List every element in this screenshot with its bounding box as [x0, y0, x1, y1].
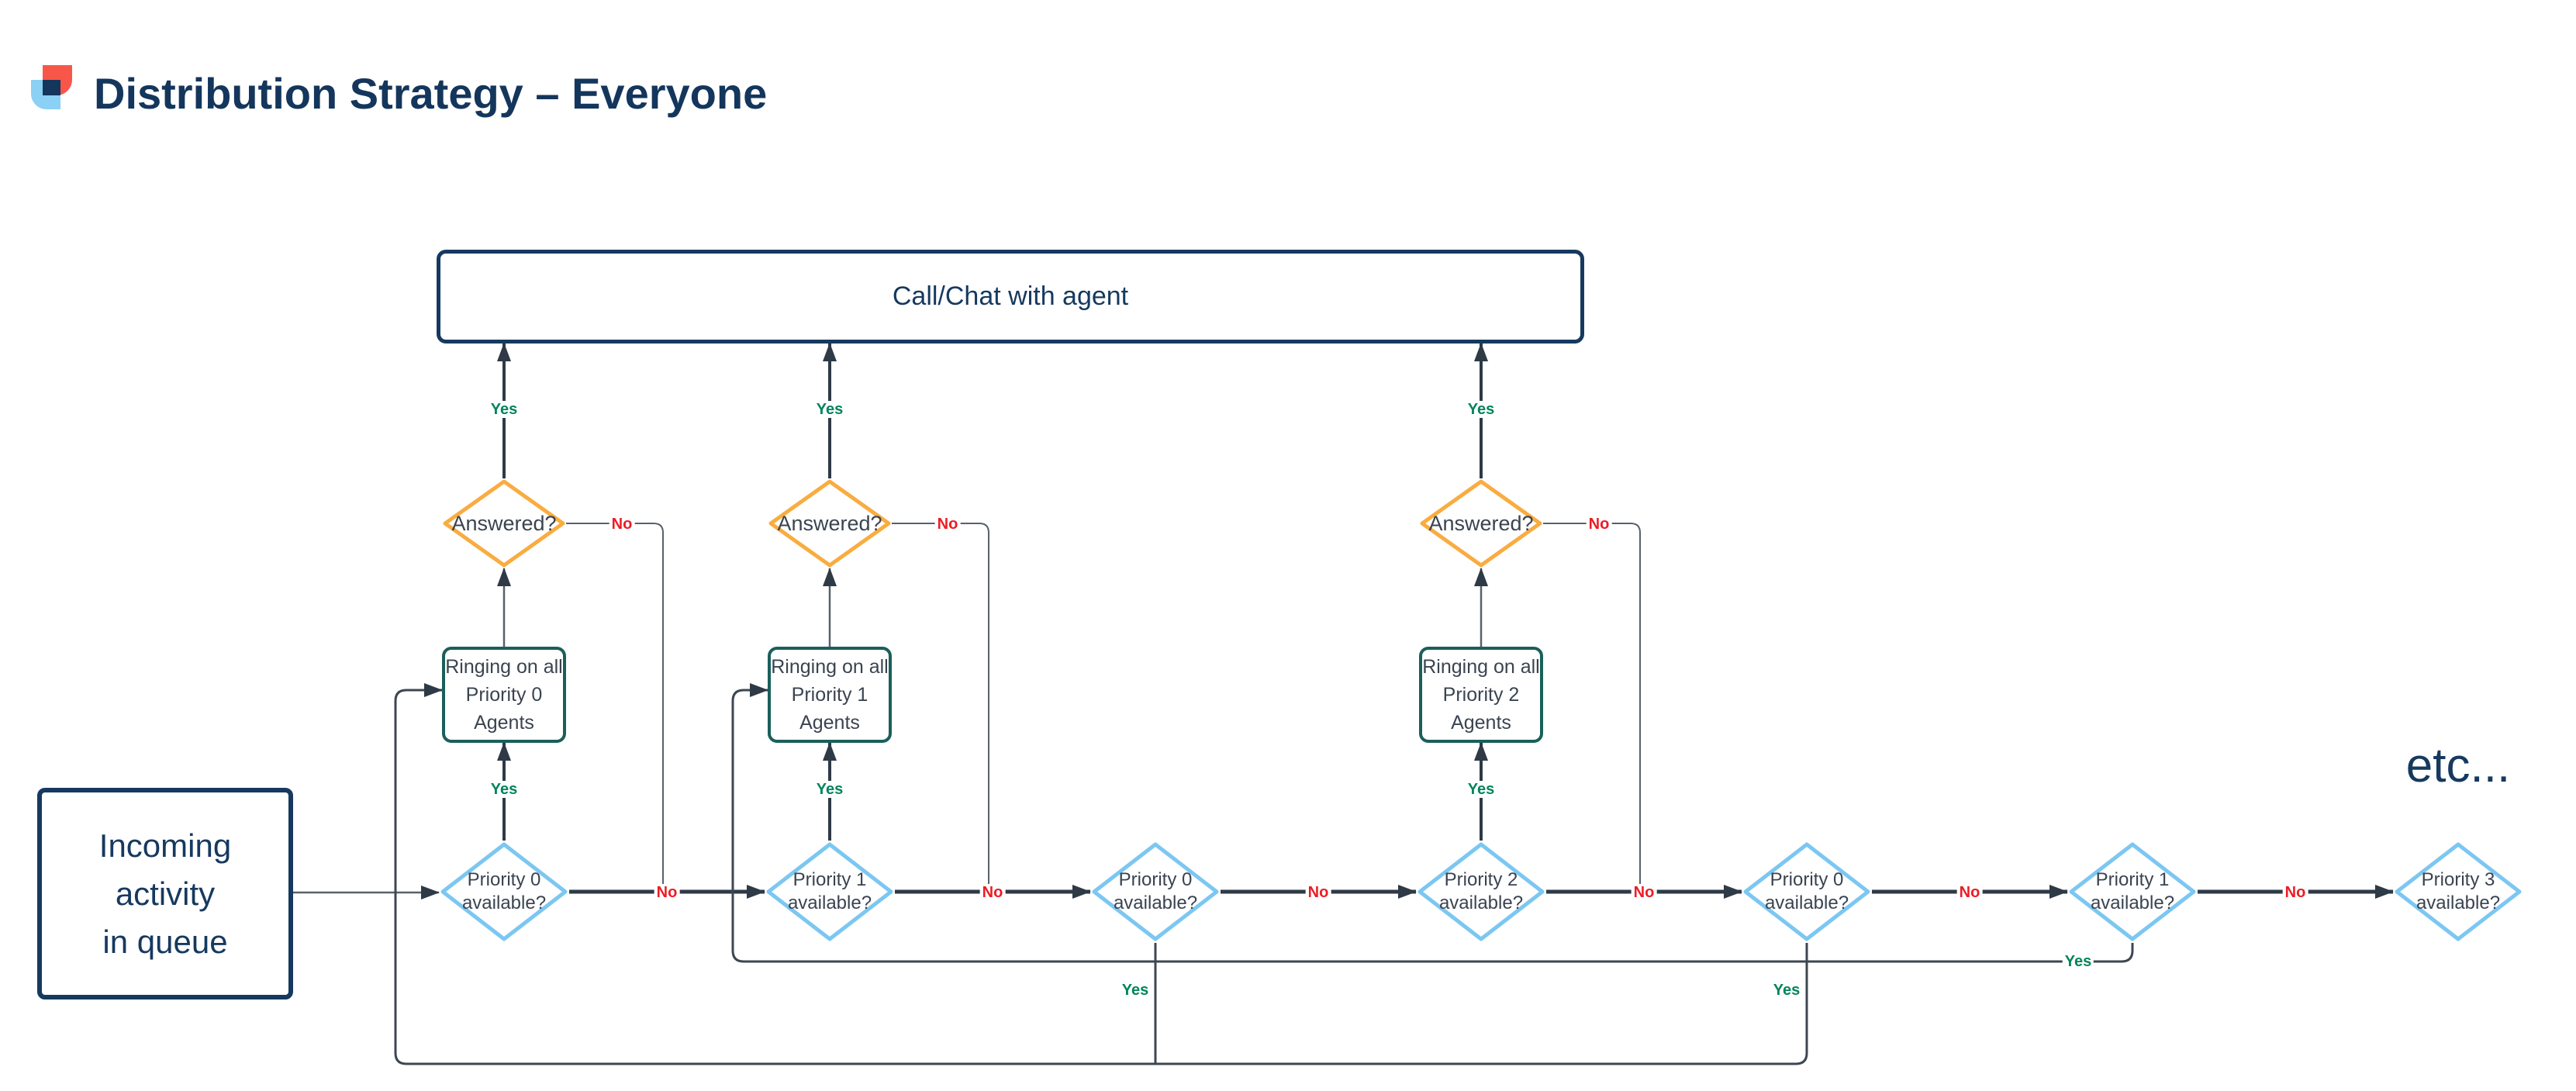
ringing-line: Priority 1 — [791, 684, 868, 706]
label-yes: Yes — [488, 401, 520, 418]
answered-diamond-2: Answered? — [768, 478, 892, 568]
answered-label: Answered? — [777, 511, 882, 535]
priority-diamond-6: Priority 1 available? — [2067, 841, 2198, 943]
priority-diamond-5: Priority 0 available? — [1742, 841, 1872, 943]
priority-label: available? — [1438, 892, 1524, 913]
ringing-line: Priority 2 — [1442, 684, 1520, 706]
ringing-line: Priority 0 — [465, 684, 543, 706]
answered-label: Answered? — [451, 511, 557, 535]
priority-label: Priority 0 — [467, 869, 541, 890]
ringing-line: Agents — [799, 712, 860, 734]
priority-label: Priority 3 — [2421, 869, 2495, 890]
incoming-line: in queue — [102, 923, 228, 960]
label-yes: Yes — [1465, 401, 1497, 418]
answered-diamond-3: Answered? — [1419, 478, 1543, 568]
priority-diamond-1: Priority 0 available? — [439, 841, 569, 943]
priority-diamond-4: Priority 2 available? — [1416, 841, 1546, 943]
label-no: No — [1631, 884, 1657, 901]
label-no: No — [654, 884, 680, 901]
edge-answered2-no-down — [1543, 523, 1641, 890]
priority-label: available? — [1113, 892, 1198, 913]
ringing-line: Ringing on all — [445, 656, 563, 678]
label-no: No — [609, 516, 635, 533]
priority-label: Priority 0 — [1118, 869, 1193, 890]
ringing-priority2-node: Ringing on all Priority 2 Agents — [1419, 647, 1543, 743]
call-chat-node: Call/Chat with agent — [437, 250, 1584, 344]
priority-label: available? — [787, 892, 872, 913]
call-chat-label: Call/Chat with agent — [892, 281, 1129, 311]
edge-loop-priority1-return — [731, 683, 2134, 963]
priority-label: Priority 1 — [2095, 869, 2170, 890]
label-no: No — [2282, 884, 2308, 901]
label-yes: Yes — [813, 781, 846, 798]
priority-label: Priority 0 — [1770, 869, 1844, 890]
priority-label: available? — [1764, 892, 1849, 913]
ringing-line: Ringing on all — [1422, 656, 1540, 678]
label-yes: Yes — [813, 401, 846, 418]
ringing-line: Agents — [474, 712, 534, 734]
answered-diamond-1: Answered? — [442, 478, 566, 568]
ringing-priority1-node: Ringing on all Priority 1 Agents — [768, 647, 892, 743]
incoming-line: Incoming — [98, 827, 232, 864]
priority-diamond-3: Priority 0 available? — [1090, 841, 1221, 943]
priority-diamond-2: Priority 1 available? — [765, 841, 895, 943]
incoming-line: activity — [115, 875, 216, 912]
label-no: No — [979, 884, 1006, 901]
label-yes: Yes — [1119, 982, 1152, 999]
ringing-line: Ringing on all — [771, 656, 889, 678]
edge-answered0-no-down — [566, 523, 664, 890]
etc-annotation: etc... — [2405, 739, 2511, 792]
priority-diamond-7: Priority 3 available? — [2393, 841, 2523, 943]
brand-logo-icon — [43, 80, 60, 95]
label-no: No — [1305, 884, 1331, 901]
label-yes: Yes — [1770, 982, 1803, 999]
label-yes: Yes — [488, 781, 520, 798]
label-no: No — [1586, 516, 1612, 533]
incoming-activity-node: Incoming activity in queue — [37, 788, 293, 1000]
label-yes: Yes — [2062, 953, 2094, 970]
label-no: No — [1956, 884, 1983, 901]
priority-label: Priority 2 — [1444, 869, 1518, 890]
priority-label: available? — [2090, 892, 2175, 913]
answered-label: Answered? — [1428, 511, 1534, 535]
ringing-line: Agents — [1451, 712, 1511, 734]
priority-label: available? — [461, 892, 547, 913]
page-title: Distribution Strategy – Everyone — [94, 69, 768, 118]
edge-answered1-no-down — [892, 523, 989, 890]
priority-label: available? — [2415, 892, 2501, 913]
label-yes: Yes — [1465, 781, 1497, 798]
ringing-priority0-node: Ringing on all Priority 0 Agents — [442, 647, 566, 743]
priority-label: Priority 1 — [792, 869, 867, 890]
label-no: No — [934, 516, 961, 533]
edge-loop-priority0-return — [394, 683, 1808, 1065]
